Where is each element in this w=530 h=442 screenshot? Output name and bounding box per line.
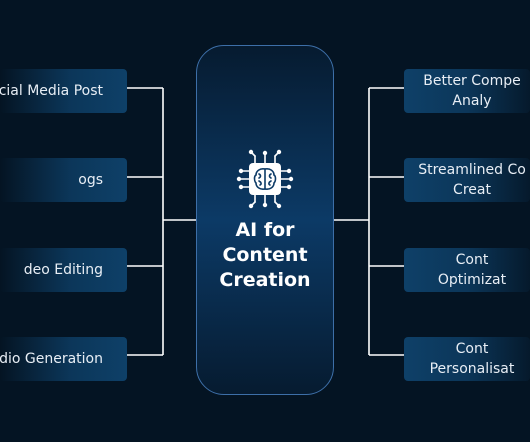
right-node-content-creation: Streamlined Co Creat (404, 158, 530, 202)
right-node-line1: Streamlined Co (418, 162, 526, 178)
left-node-label: cial Media Post (0, 83, 103, 99)
right-node-content-optimization: Cont Optimizat (404, 248, 530, 292)
left-node-social-media-post: cial Media Post (0, 69, 127, 113)
center-title: AI for Content Creation (219, 218, 311, 291)
left-node-video-editing: deo Editing (0, 248, 127, 292)
right-node-line2: Optimizat (437, 272, 507, 288)
right-node-line2: Analy (452, 93, 492, 109)
left-node-label: deo Editing (23, 262, 103, 278)
right-node-competitor-analysis: Better Compe Analy (404, 69, 530, 113)
left-node-audio-generation: dio Generation (0, 337, 127, 381)
right-node-line1: Cont (455, 341, 489, 357)
left-node-blogs: ogs (0, 158, 127, 202)
ai-brain-chip-icon (236, 149, 294, 208)
right-node-line2: Personalisat (429, 361, 515, 377)
right-node-line1: Better Compe (423, 73, 521, 89)
left-node-label: dio Generation (0, 351, 103, 367)
right-node-line1: Cont (455, 252, 489, 268)
left-node-label: ogs (78, 172, 103, 188)
right-node-content-personalisation: Cont Personalisat (404, 337, 530, 381)
right-node-line2: Creat (453, 182, 491, 198)
center-node: AI for Content Creation (196, 45, 334, 395)
